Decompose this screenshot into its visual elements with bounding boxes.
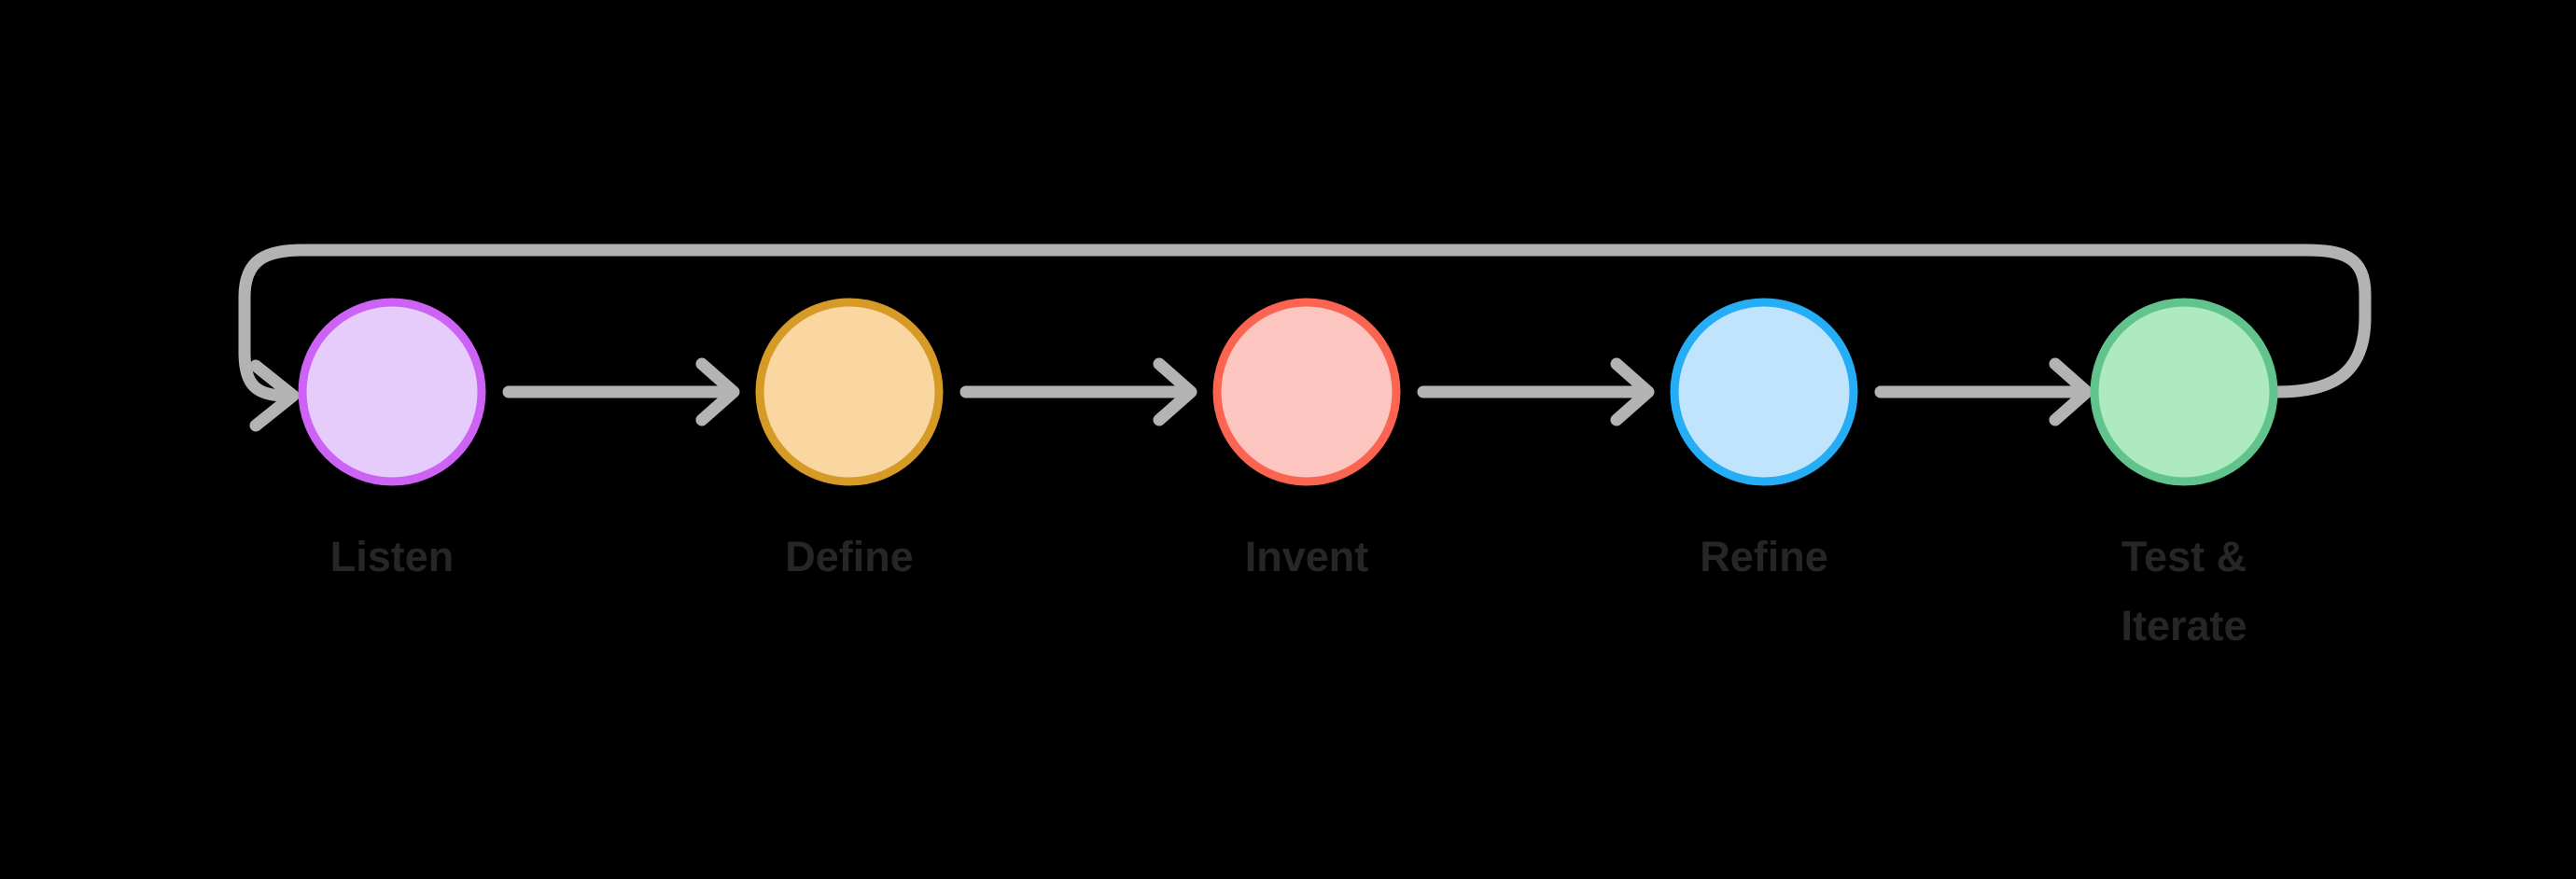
feedback-loop-arrowhead-icon [249,359,300,432]
connector-listen-to-define [502,357,740,426]
arrow-head-icon [2049,357,2093,426]
connector-refine-to-test [1874,357,2093,426]
stage-node-refine[interactable] [1670,298,1858,486]
stage-label-define: Define [785,533,914,580]
arrow-head-icon [1153,357,1197,426]
stage-node-listen[interactable] [298,298,486,486]
feedback-loop-path [238,244,2372,402]
stage-label-test-and-iterate-line1: Test & [2121,533,2247,580]
feedback-loop-arrow [238,244,2372,432]
arrow-head-icon [695,357,740,426]
stage-node-test-and-iterate[interactable] [2090,298,2278,486]
stage-node-define[interactable] [755,298,944,486]
stage-label-listen: Listen [330,533,455,580]
stage-label-refine: Refine [1700,533,1828,580]
stage-label-test-and-iterate-line2: Iterate [2121,602,2247,649]
stage-label-invent: Invent [1245,533,1369,580]
connector-define-to-invent [959,357,1197,426]
stage-node-invent[interactable] [1212,298,1401,486]
connector-invent-to-refine [1417,357,1655,426]
arrow-head-icon [1610,357,1655,426]
